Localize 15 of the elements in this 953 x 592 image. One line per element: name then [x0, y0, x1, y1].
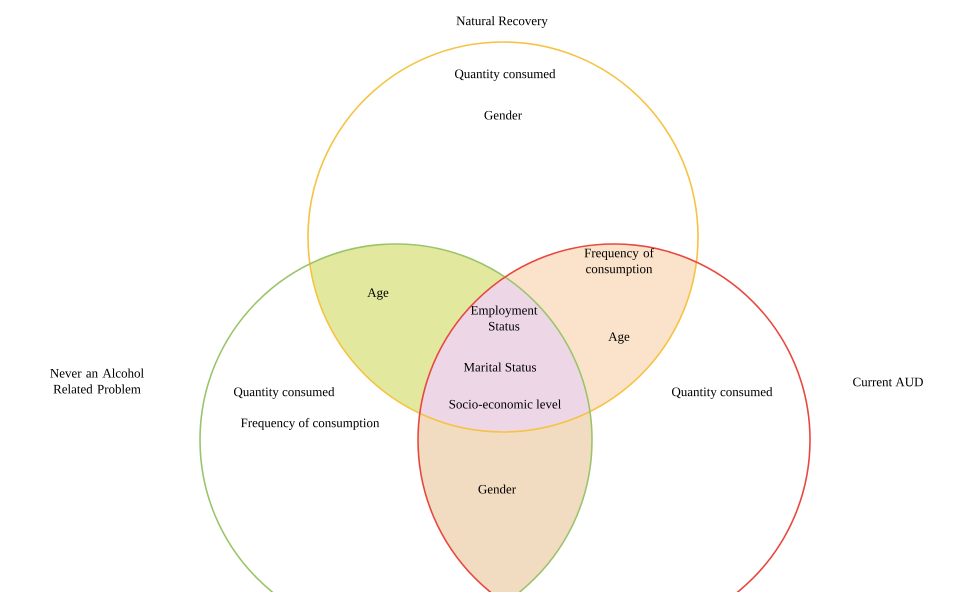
- region-label: Quantity consumed: [234, 387, 334, 399]
- region-label: Quantity consumed: [672, 387, 772, 399]
- region-label: Age: [367, 288, 388, 300]
- region-label: Gender: [478, 484, 516, 494]
- node-label: Natural Recovery: [456, 16, 548, 28]
- region-label: Age: [608, 332, 630, 344]
- region-label: Frequency of consumption: [584, 248, 654, 276]
- region-label: Socio-economic level: [450, 399, 562, 409]
- region-label: Marital Status: [464, 362, 536, 372]
- region-label: Employment Status: [470, 305, 538, 331]
- region-label: Gender: [484, 110, 522, 120]
- region-label: Frequency of consumption: [240, 418, 380, 430]
- node-label: Current AUD: [853, 378, 923, 386]
- node-label: Never an Alcohol Related Problem: [50, 368, 144, 394]
- region-label: Quantity consumed: [455, 69, 556, 81]
